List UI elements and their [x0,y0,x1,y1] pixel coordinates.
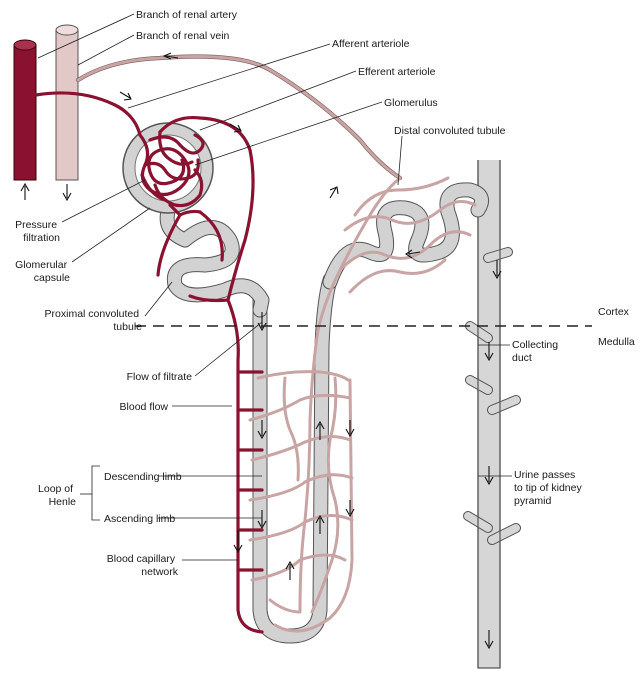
label-pressure-filtration: Pressure filtration [15,219,60,244]
flow-arrows [20,52,502,650]
proximal-convoluted-tubule [159,197,270,318]
label-proximal-convoluted-tubule: Proximal convoluted tubule [45,308,143,333]
renal-vein-branch [55,24,79,181]
labels: Branch of renal artery Branch of renal v… [15,9,635,578]
label-ascending-limb: Ascending limb [104,513,175,525]
loop-of-henle-tubule [252,272,338,644]
blood-capillary-network [248,370,354,633]
glomerulus [138,130,205,217]
venous-vessels [75,54,477,612]
arterial-vessels [34,91,264,634]
label-branch-renal-vein: Branch of renal vein [136,30,230,42]
label-descending-limb: Descending limb [104,471,182,483]
collecting-duct [463,160,521,669]
label-cortex: Cortex [598,306,630,318]
label-blood-flow: Blood flow [120,401,169,413]
label-glomerular-capsule: Glomerular capsule [15,259,70,284]
distal-convoluted-tubule [322,182,490,290]
label-afferent-arteriole: Afferent arteriole [332,38,410,50]
label-loop-of-henle: Loop of Henle [38,483,76,508]
label-glomerulus: Glomerulus [384,97,438,109]
label-urine-passes: Urine passes to tip of kidney pyramid [514,469,585,507]
renal-artery-branch [13,39,37,181]
leader-lines [37,13,512,561]
label-blood-capillary-network: Blood capillary network [107,553,179,578]
label-flow-of-filtrate: Flow of filtrate [127,371,193,383]
label-collecting-duct: Collecting duct [512,339,561,364]
label-efferent-arteriole: Efferent arteriole [358,66,436,78]
label-distal-convoluted-tubule: Distal convoluted tubule [394,125,506,137]
label-medulla: Medulla [598,336,635,348]
label-branch-renal-artery: Branch of renal artery [136,9,238,21]
